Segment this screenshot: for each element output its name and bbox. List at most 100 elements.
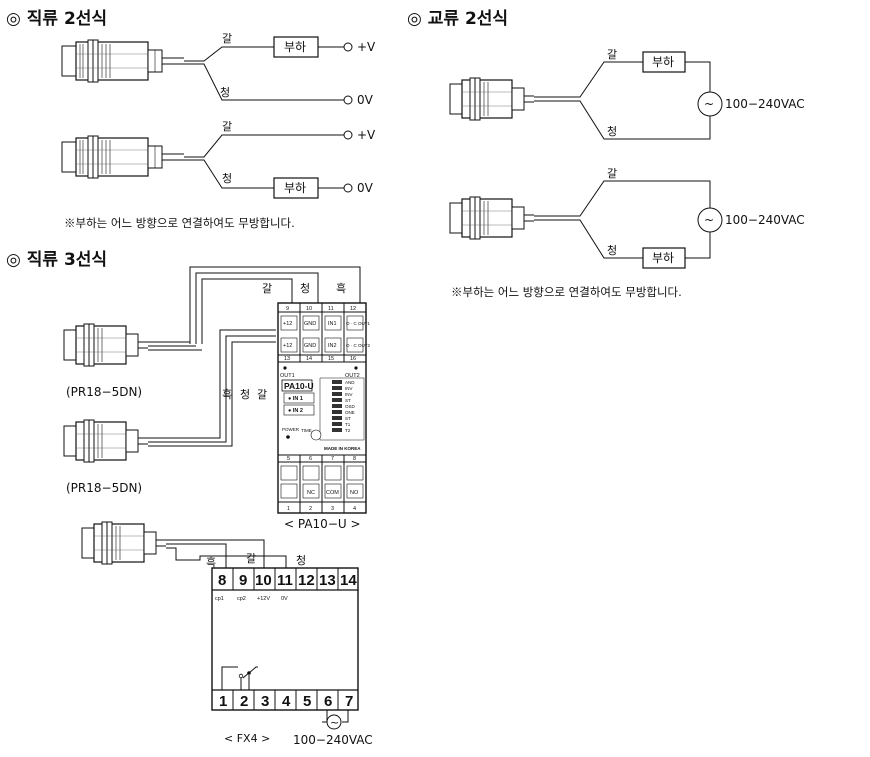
- fx4-terminal-14: 14: [340, 572, 357, 589]
- pa10u-in1: ● IN 1: [288, 396, 303, 402]
- pa10u-model: PA10-U: [284, 381, 314, 391]
- terminal-icon: [343, 183, 353, 193]
- pa10u-dip: T2: [345, 428, 351, 433]
- ac-source-icon: [697, 207, 723, 233]
- wire-label-blue: 청: [240, 388, 250, 401]
- fx4-sub-cp2: cp2: [237, 596, 246, 602]
- fx4-terminal-10: 10: [255, 572, 272, 589]
- proximity-sensor-icon: [63, 419, 149, 463]
- proximity-sensor-icon: [81, 521, 167, 565]
- fx4-sub-cp1: cp1: [215, 596, 224, 602]
- ac-wave-icon: ~: [330, 716, 339, 729]
- fx4-terminal-7: 7: [345, 693, 353, 710]
- fx4-terminal-9: 9: [239, 572, 247, 589]
- ac-source-icon: [697, 91, 723, 117]
- pa10u-terminal-10: 10: [306, 306, 312, 312]
- wire-label-brown: 갈: [222, 119, 232, 133]
- pa10u-label: +12: [283, 321, 292, 327]
- pa10u-terminal-13: 13: [284, 356, 290, 362]
- wire-label-blue: 청: [300, 282, 310, 295]
- load-label: 부하: [652, 251, 674, 265]
- ac-wave-icon: ~: [704, 97, 714, 111]
- pa10u-terminal-14: 14: [306, 356, 312, 362]
- fx4-sub-12v: +12V: [257, 596, 270, 602]
- pa10u-label: GND: [304, 343, 316, 349]
- fx4-terminal-13: 13: [319, 572, 336, 589]
- proximity-sensor-icon: [449, 77, 535, 121]
- wire-label-black: 흑: [206, 555, 216, 569]
- pa10u-terminal-8: 8: [353, 456, 356, 462]
- ac-supply-label: 100−240VAC: [725, 213, 805, 227]
- pa10u-terminal-5: 5: [287, 456, 290, 462]
- wire-label-brown: 갈: [607, 166, 617, 180]
- terminal-zero-v: 0V: [357, 181, 374, 195]
- terminal-icon: [343, 95, 353, 105]
- pa10u-label-com: COM: [326, 490, 339, 496]
- pa10u-terminal-15: 15: [328, 356, 334, 362]
- proximity-sensor-icon: [61, 135, 185, 179]
- fx4-terminal-8: 8: [218, 572, 226, 589]
- terminal-icon: [343, 130, 353, 140]
- ac-supply-label: 100−240VAC: [725, 97, 805, 111]
- pa10u-terminal-16: 16: [350, 356, 356, 362]
- sensor-model-a: (PR18−5DN): [66, 385, 142, 399]
- terminal-icon: [343, 42, 353, 52]
- pa10u-label: GND: [304, 321, 316, 327]
- fx4-terminal-1: 1: [219, 693, 227, 710]
- wire-label-blue: 청: [220, 86, 230, 99]
- wire-label-brown: 갈: [262, 281, 272, 295]
- wire-label-black: 흑: [336, 281, 346, 295]
- wire-label-blue: 청: [607, 125, 617, 138]
- pa10u-dip: OSD: [345, 404, 356, 409]
- load-label: 부하: [652, 55, 674, 69]
- title-dc-3wire: ◎ 직류 3선식: [6, 250, 107, 270]
- proximity-sensor-icon: [449, 196, 535, 240]
- pa10u-terminal-12: 12: [350, 306, 356, 312]
- pa10u-dip: AND: [345, 380, 355, 385]
- title-ac-2wire: ◎ 교류 2선식: [407, 9, 508, 29]
- fx4-terminal-12: 12: [298, 572, 315, 589]
- pa10u-dip: ST: [345, 398, 351, 403]
- wire-label-blue: 청: [222, 172, 232, 185]
- wire-label-brown: 갈: [257, 387, 267, 401]
- terminal-plus-v: +V: [357, 128, 376, 142]
- ac-wave-icon: ~: [704, 213, 714, 227]
- fx4-caption: < FX4 >: [224, 732, 270, 745]
- pa10u-out1: OUT1: [280, 373, 295, 379]
- pa10u-terminal-9: 9: [286, 306, 289, 312]
- pa10u-dip: INV: [345, 392, 353, 397]
- pa10u-label: IN2: [328, 343, 337, 349]
- pa10u-in2: ● IN 2: [288, 408, 303, 414]
- fx4-terminal-6: 6: [324, 693, 332, 710]
- proximity-sensor-icon: [61, 39, 185, 83]
- sensor-model-b: (PR18−5DN): [66, 481, 142, 495]
- pa10u-dip: INV: [345, 386, 353, 391]
- load-label: 부하: [284, 181, 306, 195]
- pa10u-label: O · C OUT1: [346, 321, 370, 326]
- proximity-sensor-icon: [63, 323, 149, 367]
- pa10u-terminal-6: 6: [309, 456, 312, 462]
- fx4-sub-0v: 0V: [281, 596, 288, 602]
- fx4-terminal-5: 5: [303, 693, 311, 710]
- wire-label-blue: 청: [296, 554, 306, 567]
- pa10u-terminal-2: 2: [309, 506, 312, 512]
- pa10u-terminal-4: 4: [353, 506, 356, 512]
- note-dc: ※부하는 어느 방향으로 연결하여도 무방합니다.: [64, 216, 295, 230]
- pa10u-label: IN1: [328, 321, 337, 327]
- note-ac: ※부하는 어느 방향으로 연결하여도 무방합니다.: [451, 285, 682, 299]
- pa10u-label-no: NO: [350, 490, 359, 496]
- pa10u-label: +12: [283, 343, 292, 349]
- pa10u-caption: < PA10−U >: [284, 517, 361, 531]
- pa10u-label: O · C OUT2: [346, 343, 370, 348]
- title-dc-2wire: ◎ 직류 2선식: [6, 9, 107, 29]
- pa10u-module: 9 10 11 12 +12 GND IN1 O · C OUT1 +12 GN…: [277, 302, 370, 514]
- pa10u-label-nc: NC: [307, 490, 315, 496]
- pa10u-out2: OUT2: [345, 373, 360, 379]
- pa10u-time: TIME: [301, 428, 312, 433]
- fx4-module: 8 9 10 11 12 13 14 cp1 cp2 +12V 0V 1 2 3…: [211, 567, 359, 711]
- wire-label-brown: 갈: [246, 551, 256, 565]
- time-knob-icon: [310, 429, 322, 441]
- pa10u-terminal-1: 1: [287, 506, 290, 512]
- fx4-terminal-4: 4: [282, 693, 291, 710]
